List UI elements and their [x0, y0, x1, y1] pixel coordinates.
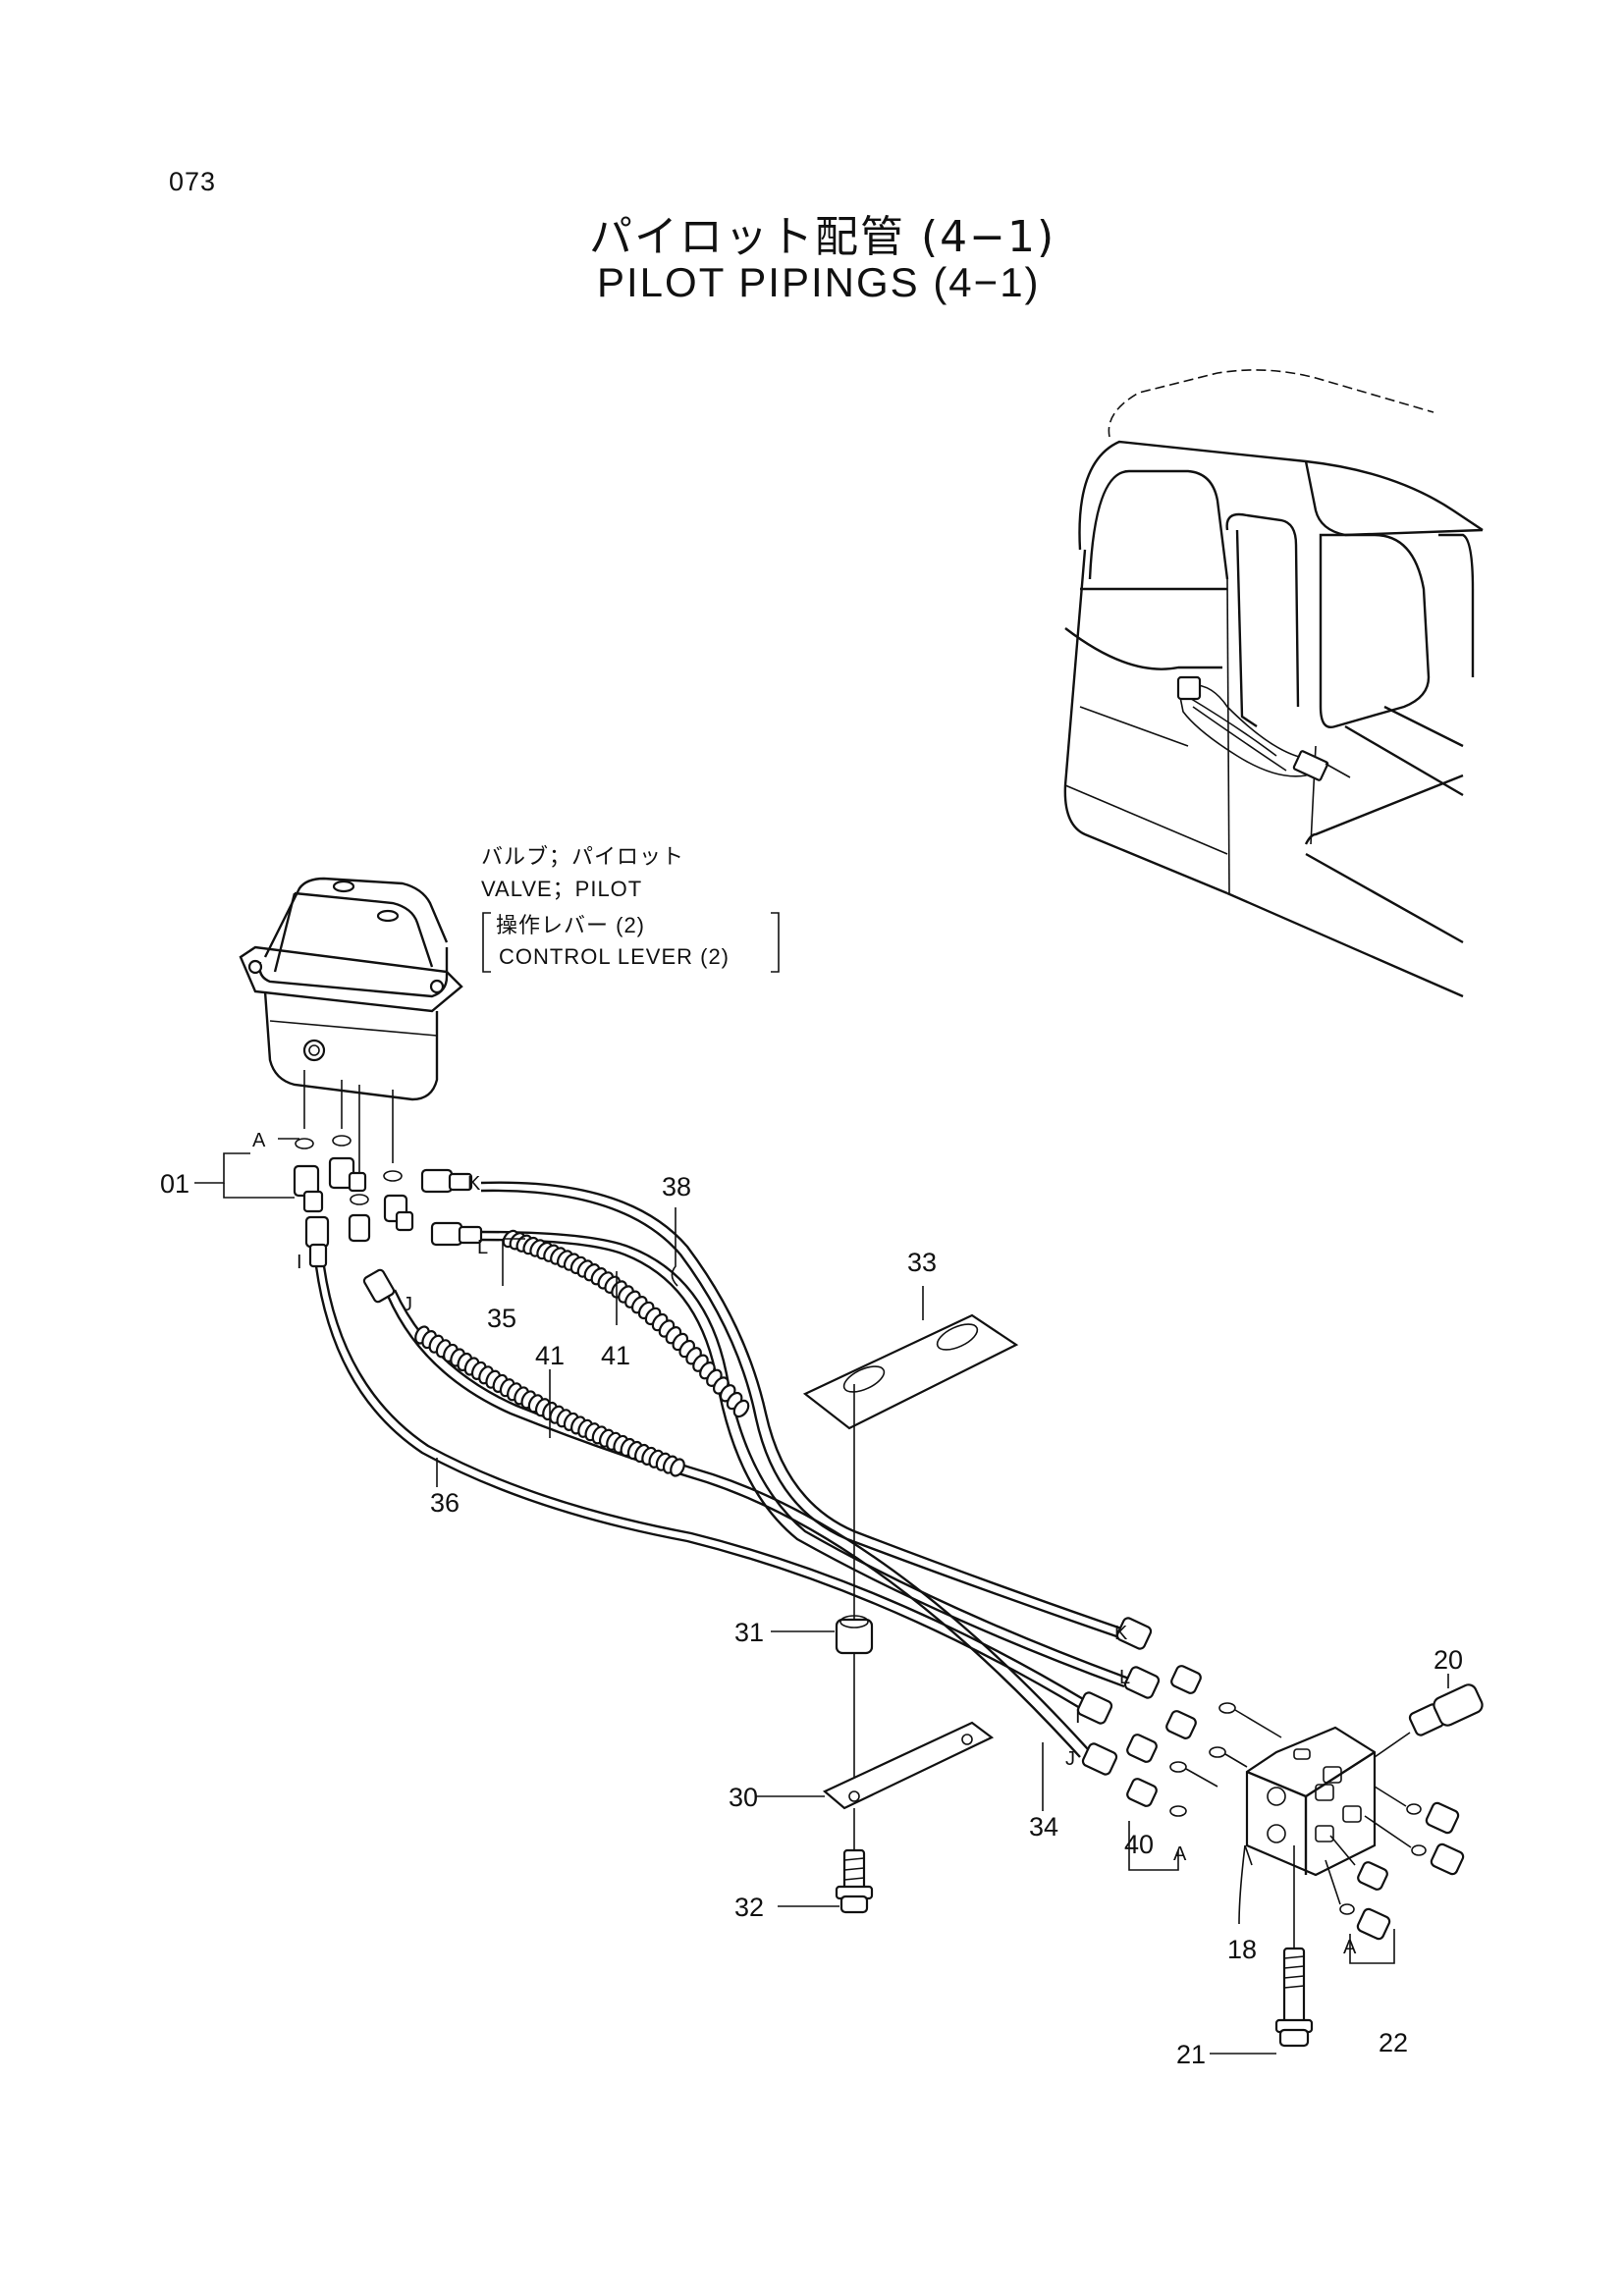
leader-line — [1224, 1753, 1248, 1768]
callout-40: 40 — [1124, 1830, 1154, 1859]
port-letter-a: A — [1343, 1937, 1357, 1958]
port-letter-i: I — [1075, 1706, 1081, 1728]
o-ring — [350, 1194, 369, 1205]
pilot-valve-illustration — [239, 877, 463, 1101]
hose-l-35 — [480, 1230, 1130, 1688]
port-letter-k: K — [467, 1173, 481, 1195]
o-ring — [1169, 1805, 1187, 1817]
hose-protector-41b — [414, 1325, 685, 1477]
callout-30: 30 — [729, 1783, 758, 1812]
hose-end-fittings-valve — [304, 1168, 483, 1304]
port-letter-i: I — [297, 1252, 302, 1273]
adapters-40 — [1126, 1665, 1202, 1807]
protector-coil-ring — [732, 1399, 750, 1418]
callout-35: 35 — [487, 1304, 516, 1333]
port-letter-a: A — [252, 1130, 266, 1151]
o-ring — [332, 1135, 352, 1147]
callout-38: 38 — [662, 1172, 691, 1201]
valve-note-line2: VALVE；PILOT — [481, 877, 643, 901]
hose-protector-41a — [502, 1229, 750, 1418]
bolt-32 — [835, 1848, 874, 1914]
o-ring — [383, 1170, 403, 1182]
spacer-31 — [835, 1615, 874, 1655]
page-title-english: PILOT PIPINGS (4−1) — [597, 259, 1041, 305]
hose-k-38 — [480, 1181, 1125, 1639]
callout-31: 31 — [734, 1618, 764, 1647]
bolt-21 — [1274, 1845, 1314, 2048]
pressure-sensor-20 — [1374, 1683, 1484, 1758]
hose-i-36 — [314, 1265, 1086, 1710]
callout-20: 20 — [1434, 1645, 1463, 1675]
page-title-japanese: パイロット配管 (4−1) — [589, 212, 1056, 262]
port-letter-l: L — [477, 1237, 488, 1258]
o-ring — [1218, 1702, 1236, 1714]
leader-line — [1234, 1709, 1282, 1738]
callout-33: 33 — [907, 1248, 937, 1277]
port-letter-a: A — [1173, 1843, 1187, 1865]
elbow-fittings-valve — [293, 1156, 414, 1243]
bracket-plate-33 — [802, 1313, 1019, 1430]
valve-note-line1: バルブ；パイロット — [481, 844, 685, 869]
callout-32: 32 — [734, 1893, 764, 1922]
note-bracket-right — [771, 912, 780, 973]
manifold-block-18 — [1245, 1726, 1377, 1877]
o-ring — [1209, 1746, 1226, 1758]
callout-41: 41 — [601, 1341, 630, 1370]
protector-coil-ring — [670, 1458, 685, 1477]
page-number: 073 — [169, 167, 217, 196]
callout-21: 21 — [1176, 2040, 1206, 2069]
valve-note-line3: 操作レバー (2) — [496, 913, 646, 937]
valve-note-line4: CONTROL LEVER (2) — [499, 944, 730, 969]
plugs-22 — [1325, 1786, 1465, 1941]
cab-inset-illustration — [1063, 369, 1484, 998]
hose-end-fittings-block — [1076, 1617, 1161, 1776]
callout-22: 22 — [1379, 2028, 1408, 2057]
port-letter-k: K — [1114, 1623, 1128, 1644]
note-bracket-left — [482, 912, 491, 973]
o-ring — [295, 1138, 314, 1149]
o-ring — [1169, 1761, 1187, 1773]
callout-18: 18 — [1227, 1935, 1257, 1964]
callout-41: 41 — [535, 1341, 565, 1370]
callout-leaders — [194, 1138, 1449, 2055]
port-letter-j: J — [403, 1294, 412, 1315]
port-letter-j: J — [1065, 1748, 1075, 1770]
leader-line — [1185, 1768, 1218, 1788]
plate-30 — [822, 1721, 995, 1810]
callout-34: 34 — [1029, 1812, 1058, 1842]
callout-36: 36 — [430, 1488, 460, 1518]
port-letter-l: L — [1119, 1667, 1130, 1688]
callout-01: 01 — [160, 1169, 189, 1199]
